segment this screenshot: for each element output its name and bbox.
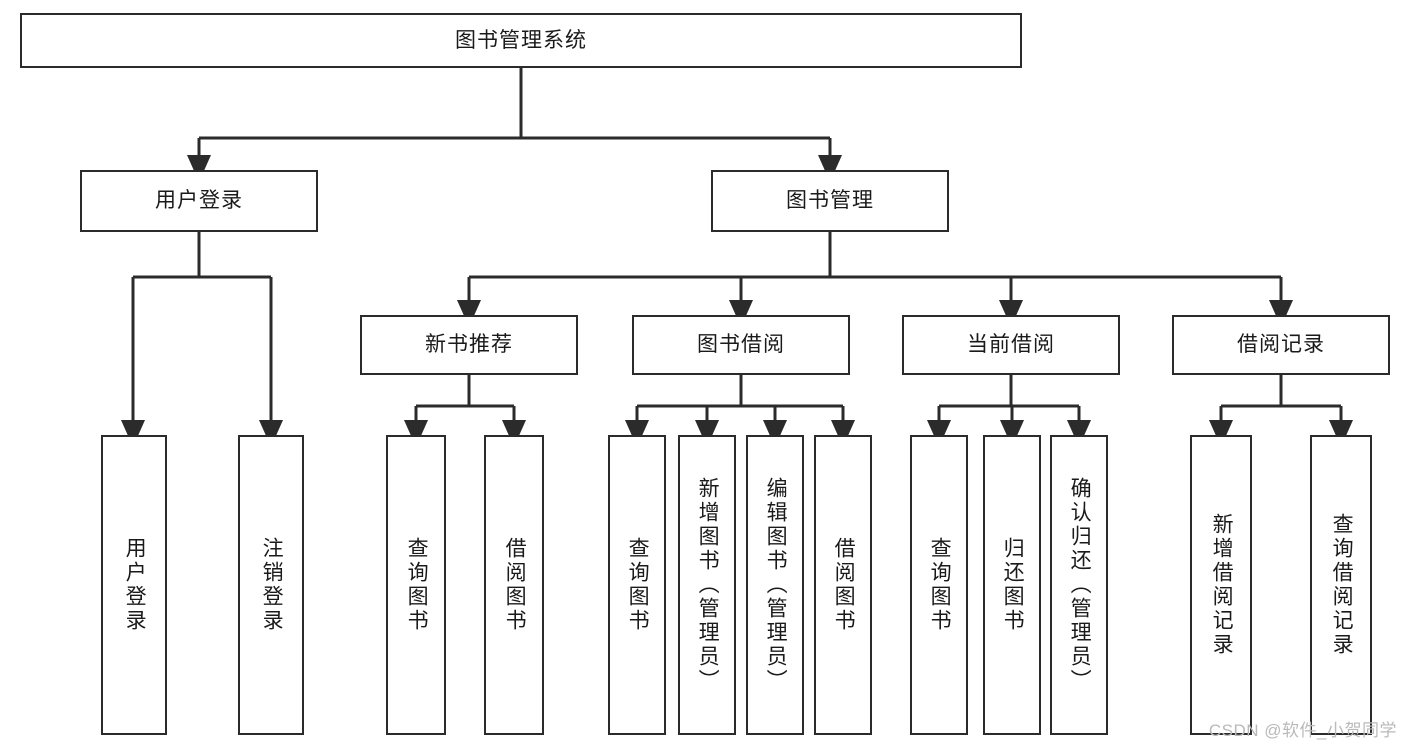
node-label: 确认归还（管理员） xyxy=(1068,477,1092,693)
node-label: 查询图书 xyxy=(405,537,429,633)
node-leaf-borrow-book[interactable]: 借阅图书 xyxy=(814,435,872,735)
node-label: 编辑图书（管理员） xyxy=(764,477,788,693)
node-book-manage[interactable]: 图书管理 xyxy=(711,170,949,232)
node-user-login[interactable]: 用户登录 xyxy=(80,170,318,232)
node-leaf-return-book[interactable]: 归还图书 xyxy=(983,435,1041,735)
node-book-borrow[interactable]: 图书借阅 xyxy=(632,315,850,375)
node-leaf-add-book[interactable]: 新增图书（管理员） xyxy=(678,435,736,735)
node-leaf-user-login[interactable]: 用户登录 xyxy=(101,435,167,735)
node-leaf-query-book-current[interactable]: 查询图书 xyxy=(910,435,968,735)
node-new-book-recommend[interactable]: 新书推荐 xyxy=(360,315,578,375)
node-label: 注销登录 xyxy=(260,537,284,633)
node-leaf-logout[interactable]: 注销登录 xyxy=(238,435,304,735)
node-label: 查询借阅记录 xyxy=(1330,513,1354,657)
node-label: 查询图书 xyxy=(626,537,650,633)
node-current-borrow[interactable]: 当前借阅 xyxy=(902,315,1120,375)
node-label: 图书借阅 xyxy=(697,333,785,357)
node-label: 新增借阅记录 xyxy=(1210,513,1234,657)
node-leaf-add-borrow-record[interactable]: 新增借阅记录 xyxy=(1190,435,1252,735)
node-label: 当前借阅 xyxy=(967,333,1055,357)
node-label: 借阅图书 xyxy=(832,537,856,633)
node-label: 新书推荐 xyxy=(425,333,513,357)
node-label: 归还图书 xyxy=(1001,537,1025,633)
node-leaf-query-borrow-record[interactable]: 查询借阅记录 xyxy=(1310,435,1372,735)
node-label: 新增图书（管理员） xyxy=(696,477,720,693)
node-leaf-confirm-return[interactable]: 确认归还（管理员） xyxy=(1050,435,1108,735)
node-label: 借阅记录 xyxy=(1237,333,1325,357)
watermark-text: CSDN @软件_小贺同学 xyxy=(1208,721,1397,740)
node-label: 用户登录 xyxy=(123,537,147,633)
node-label: 借阅图书 xyxy=(503,537,527,633)
node-label: 查询图书 xyxy=(928,537,952,633)
node-label: 图书管理 xyxy=(786,189,874,213)
node-root-system[interactable]: 图书管理系统 xyxy=(20,13,1022,68)
node-leaf-borrow-book-recommend[interactable]: 借阅图书 xyxy=(484,435,544,735)
node-label: 图书管理系统 xyxy=(455,28,587,52)
node-borrow-record[interactable]: 借阅记录 xyxy=(1172,315,1390,375)
node-leaf-query-book-recommend[interactable]: 查询图书 xyxy=(386,435,446,735)
node-leaf-edit-book[interactable]: 编辑图书（管理员） xyxy=(746,435,804,735)
node-label: 用户登录 xyxy=(155,189,243,213)
node-leaf-query-book-borrow[interactable]: 查询图书 xyxy=(608,435,666,735)
